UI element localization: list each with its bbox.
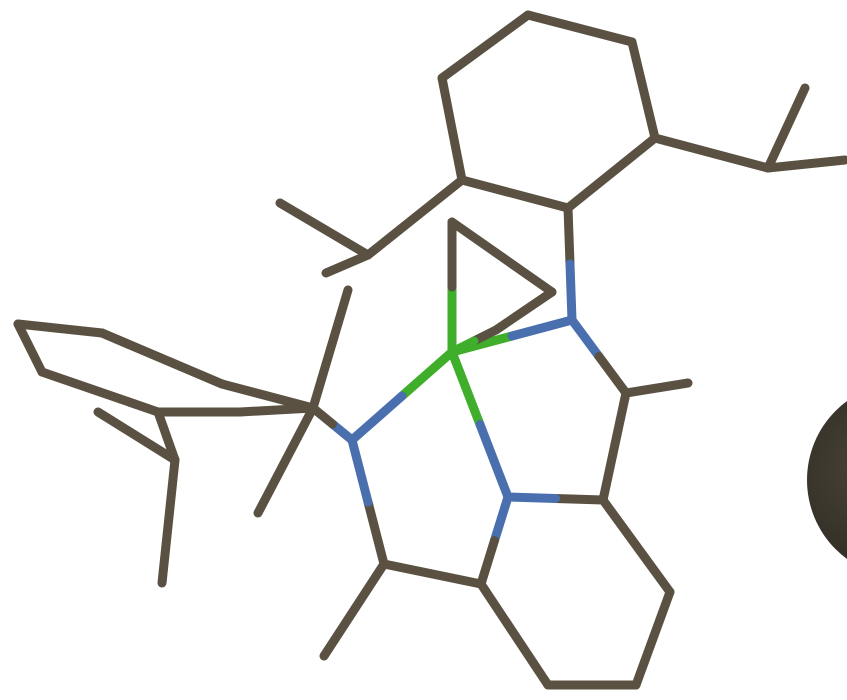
bond-p5-p6: [37, 367, 163, 417]
bond-c8-n2-a: [551, 494, 608, 505]
bond-r1-r3: [157, 455, 180, 588]
bond-x1-q1: [235, 403, 318, 417]
bond-p3-p4: [13, 319, 107, 338]
bond-up1-up2: [763, 83, 810, 173]
bond-c11-mec11: [319, 559, 389, 661]
bond-u3-up1: [650, 133, 773, 173]
bond-p3-p2: [97, 328, 227, 389]
bond-c11-n3-b: [347, 435, 373, 507]
bond-u5-u6: [437, 73, 467, 185]
bond-up1-up3: [763, 155, 847, 173]
atom-sphere-partial: [807, 401, 847, 559]
bond-m-n2-b: [475, 420, 513, 502]
bond-c7-c8: [598, 388, 631, 505]
bond-u6-u1: [437, 10, 533, 83]
bond-c10-c11: [379, 559, 486, 589]
bond-c10-l1: [476, 579, 553, 690]
bond-l2-l3: [631, 587, 675, 690]
bond-k3-m-b: [447, 336, 479, 357]
bond-u3-u4: [563, 133, 660, 213]
bond-c8-n2-b: [503, 492, 560, 503]
bond-c7-mec7: [621, 378, 693, 398]
bond-u1-u2: [523, 10, 637, 47]
bond-n1-c7-a: [567, 315, 604, 361]
bond-l3-c8: [598, 495, 675, 597]
bond-k2-k3: [491, 287, 557, 335]
bond-u4-u5: [457, 175, 573, 213]
bond-n2-c10-b: [476, 536, 499, 589]
bond-c11-n3-a: [363, 497, 389, 569]
bond-k1-k2: [447, 217, 557, 297]
bond-p6-r1: [153, 407, 180, 465]
bond-u2-u3: [627, 37, 660, 143]
bond-p4-p5: [13, 319, 47, 377]
bond-q1-q2: [308, 285, 353, 413]
bond-q1-q3: [253, 403, 318, 518]
bond-u5-ul1: [363, 175, 467, 260]
bond-u4-n1-b: [565, 259, 577, 325]
bond-u4-n1-a: [563, 203, 575, 269]
bond-m-n1-b: [507, 315, 577, 341]
bond-m-n3-b: [347, 391, 407, 445]
bond-r1-r2: [93, 407, 180, 465]
bond-m-n3-a: [397, 347, 457, 401]
bond-ul1-ul3: [321, 250, 373, 278]
bond-q1-p2: [217, 379, 318, 413]
bond-ul1-ul2: [275, 198, 373, 260]
bond-m-n2-a: [447, 347, 485, 429]
bond-n1-c7-b: [594, 352, 631, 398]
bond-group: [13, 10, 847, 690]
bond-n2-c10-a: [490, 492, 513, 545]
